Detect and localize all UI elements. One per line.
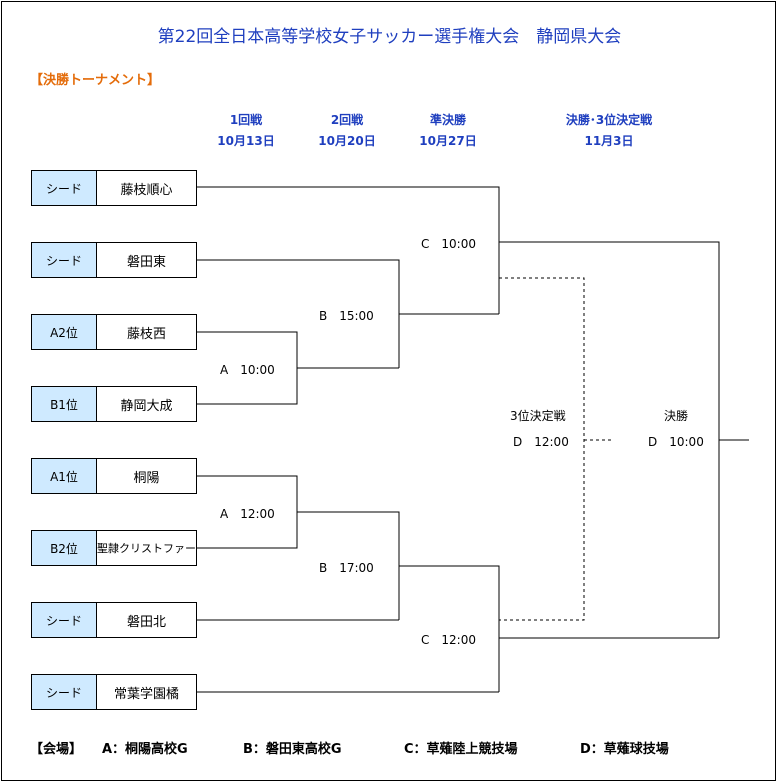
round-name: 1回戦 xyxy=(229,113,263,127)
team-row: シード 磐田北 xyxy=(31,602,197,638)
match-label-r1-bottom: A 12:00 xyxy=(220,507,275,521)
match-label-r1-top: A 10:00 xyxy=(220,363,275,377)
team-name: 静岡大成 xyxy=(97,387,196,421)
round-date: 10月20日 xyxy=(318,134,376,148)
team-seed: A1位 xyxy=(32,459,97,493)
team-seed: シード xyxy=(32,171,97,205)
team-seed: A2位 xyxy=(32,315,97,349)
line-sf-top-out xyxy=(499,241,720,638)
match-label-third-title: 3位決定戦 xyxy=(510,409,566,423)
page-title: 第22回全日本高等学校女子サッカー選手権大会 静岡県大会 xyxy=(157,27,622,47)
team-seed: シード xyxy=(32,675,97,709)
team-seed: B1位 xyxy=(32,387,97,421)
line-r2-bottom-out xyxy=(399,565,500,692)
team-seed: シード xyxy=(32,603,97,637)
team-name: 藤枝西 xyxy=(97,315,196,349)
team-row: A1位 桐陽 xyxy=(31,458,197,494)
line-team1 xyxy=(197,186,500,314)
round-name: 決勝･3位決定戦 xyxy=(565,113,653,127)
match-label-r2-bottom: B 17:00 xyxy=(319,561,374,575)
match-label-r2-top: B 15:00 xyxy=(319,309,374,323)
round-header-2: 2回戦 10月20日 xyxy=(292,110,402,152)
team-row: B1位 静岡大成 xyxy=(31,386,197,422)
round-date: 10月27日 xyxy=(419,134,477,148)
team-row: シード 藤枝順心 xyxy=(31,170,197,206)
match-label-final-title: 決勝 xyxy=(664,409,689,423)
match-label-final-time: D 10:00 xyxy=(648,435,704,449)
team-row: シード 磐田東 xyxy=(31,242,197,278)
round-name: 準決勝 xyxy=(429,113,466,127)
round-header-4: 決勝･3位決定戦 11月3日 xyxy=(549,110,669,152)
team-name: 磐田北 xyxy=(97,603,196,637)
team-row: A2位 藤枝西 xyxy=(31,314,197,350)
round-header-3: 準決勝 10月27日 xyxy=(393,110,503,152)
venue-d: D：草薙球技場 xyxy=(580,742,669,757)
venue-b: B：磐田東高校G xyxy=(243,742,342,757)
team-row: シード 常葉学園橘 xyxy=(31,674,197,710)
team-seed: シード xyxy=(32,243,97,277)
line-r1-bottom-out xyxy=(297,511,400,620)
match-label-third-time: D 12:00 xyxy=(513,435,569,449)
round-date: 11月3日 xyxy=(584,134,634,148)
team-name: 常葉学園橘 xyxy=(97,675,196,709)
line-team2 xyxy=(197,259,400,368)
section-subtitle: 【決勝トーナメント】 xyxy=(30,73,161,88)
team-seed: B2位 xyxy=(32,531,97,565)
round-name: 2回戦 xyxy=(330,113,364,127)
team-row: B2位 聖隷クリストファー xyxy=(31,530,197,566)
match-label-sf-bottom: C 12:00 xyxy=(421,633,476,647)
line-third-place xyxy=(499,277,585,621)
round-header-1: 1回戦 10月13日 xyxy=(191,110,301,152)
venue-c: C：草薙陸上競技場 xyxy=(404,742,518,757)
team-name: 藤枝順心 xyxy=(97,171,196,205)
match-label-sf-top: C 10:00 xyxy=(421,237,476,251)
venue-a: A：桐陽高校G xyxy=(102,742,188,757)
venue-label: 【会場】 xyxy=(30,742,83,757)
team-name: 聖隷クリストファー xyxy=(97,531,196,565)
team-name: 桐陽 xyxy=(97,459,196,493)
venue-legend: 【会場】 A：桐陽高校G B：磐田東高校G C：草薙陸上競技場 D：草薙球技場 xyxy=(30,738,669,757)
round-date: 10月13日 xyxy=(217,134,275,148)
team-name: 磐田東 xyxy=(97,243,196,277)
